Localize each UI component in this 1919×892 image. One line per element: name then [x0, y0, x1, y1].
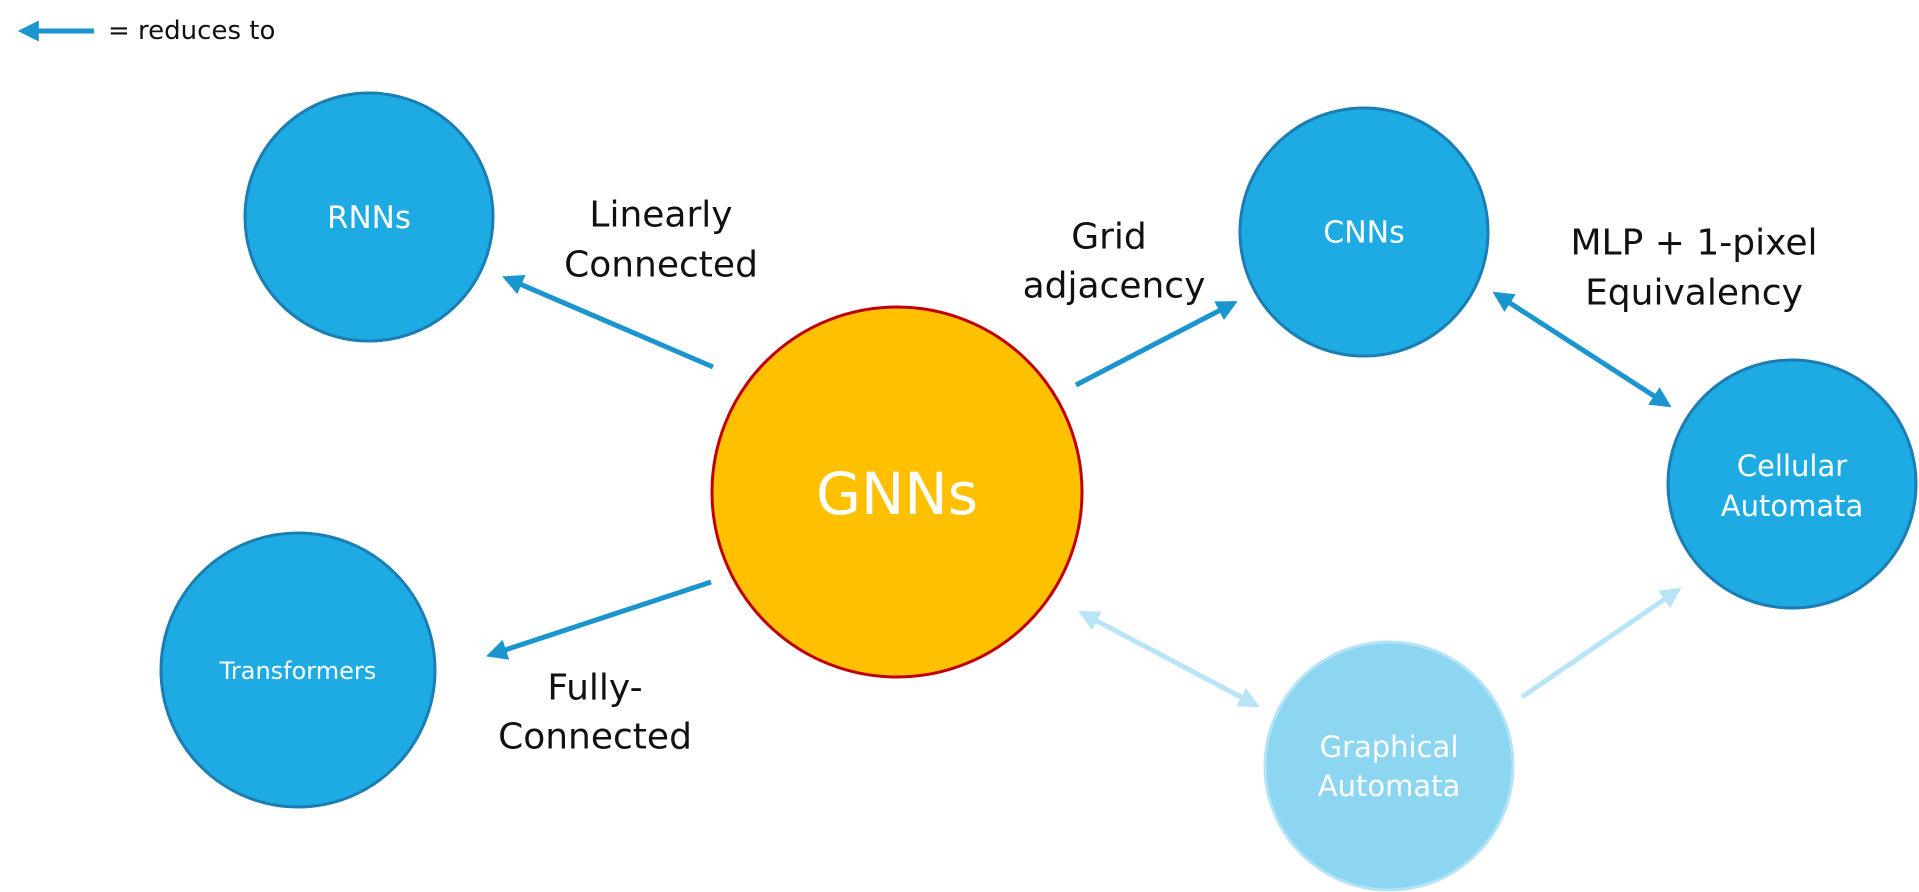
edge-label-grid-adjacency-line2: adjacency	[1023, 266, 1206, 307]
node-cellular-automata: Cellular Automata	[1666, 358, 1918, 610]
legend-label: = reduces to	[108, 16, 275, 46]
edge-label-mlp-equivalency-line1: MLP + 1-pixel	[1571, 223, 1818, 264]
arrow-gnns-to-rnns	[502, 274, 714, 370]
arrow-gnns-to-transformers	[486, 579, 712, 660]
edge-label-fully-connected-line1: Fully-	[547, 668, 642, 709]
node-graphical-automata-label-line2: Automata	[1318, 769, 1461, 803]
edge-label-mlp-equivalency: MLP + 1-pixel Equivalency	[1571, 223, 1818, 314]
edge-label-grid-adjacency: Grid adjacency	[1023, 217, 1206, 307]
edge-label-grid-adjacency-line1: Grid	[1071, 217, 1147, 258]
edge-label-fully-connected-line2: Connected	[498, 717, 692, 758]
arrow-gnns-graphical-automata	[1078, 610, 1260, 708]
node-graphical-automata: Graphical Automata	[1263, 640, 1515, 892]
node-gnns-label: GNNs	[816, 460, 978, 528]
node-transformers-label: Transformers	[219, 657, 377, 685]
node-cnns: CNNs	[1238, 106, 1490, 358]
arrow-gnns-to-cnns	[1074, 300, 1238, 388]
arrow-graphical-to-cellular-automata	[1520, 587, 1682, 700]
edge-label-mlp-equivalency-line2: Equivalency	[1585, 273, 1803, 314]
edge-label-linearly-connected-line2: Connected	[564, 245, 758, 286]
legend: = reduces to	[17, 16, 275, 46]
node-cellular-automata-label-line1: Cellular	[1737, 449, 1847, 483]
node-graphical-automata-label-line1: Graphical	[1320, 730, 1459, 764]
edges	[486, 274, 1682, 708]
edge-label-fully-connected: Fully- Connected	[498, 668, 692, 758]
node-rnns-label: RNNs	[327, 200, 411, 236]
edge-label-linearly-connected: Linearly Connected	[564, 195, 758, 286]
node-cnns-label: CNNs	[1323, 216, 1404, 251]
edge-label-linearly-connected-line1: Linearly	[589, 195, 732, 236]
arrow-cnns-cellular-automata	[1492, 291, 1672, 408]
node-cellular-automata-label-line2: Automata	[1721, 489, 1864, 523]
node-gnns: GNNs	[710, 305, 1084, 679]
node-transformers: Transformers	[159, 531, 437, 809]
node-rnns: RNNs	[243, 91, 495, 343]
